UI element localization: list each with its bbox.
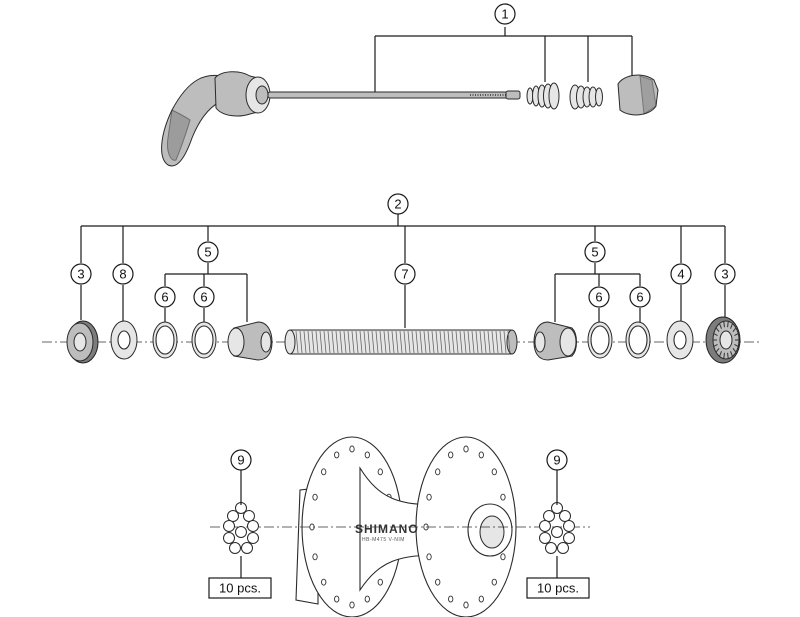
seal-ring-b [191, 321, 217, 359]
callout-6-c: 6 [595, 290, 602, 305]
callout-6-b: 6 [200, 290, 207, 305]
cone-left [227, 321, 273, 361]
callout-2: 2 [394, 197, 401, 212]
lock-nut-left [66, 320, 99, 364]
callout-7-circle [394, 263, 416, 285]
skewer-spring-right [569, 84, 603, 110]
callout-3-left-circle [70, 263, 92, 285]
callout-6-a-circle [154, 286, 176, 308]
hub-body-group: SHIMANO HB-M475 V-NIM 9 9 10 pcs. 10 pcs… [208, 436, 590, 617]
callout-9-right: 9 [553, 453, 560, 468]
callout-1-circle [494, 3, 516, 25]
callout-5-right: 5 [591, 245, 598, 260]
callout-2-circle [387, 193, 409, 215]
callout-5-left: 5 [204, 245, 211, 260]
hub-brand-marking: SHIMANO [355, 522, 419, 536]
callout-9-right-circle [546, 449, 568, 471]
seal-ring-a [152, 321, 178, 359]
callout-6-c-circle [588, 286, 610, 308]
callout-1: 1 [501, 7, 508, 22]
callout-3-left: 3 [77, 267, 84, 282]
callout-6-d-circle [629, 286, 651, 308]
callout-5-right-circle [584, 241, 606, 263]
callout-8-circle [112, 263, 134, 285]
skewer-adjusting-nut [617, 74, 659, 116]
callout-6-d: 6 [636, 290, 643, 305]
callout-6-a: 6 [161, 290, 168, 305]
callout-3-right: 3 [721, 267, 728, 282]
washer-left [110, 320, 138, 360]
quantity-box-left [208, 577, 272, 599]
hub-axle-group: 2 3 8 5 6 6 7 5 6 6 4 3 [42, 193, 760, 364]
quick-release-group: 1 [161, 3, 659, 167]
skewer-spring-left [526, 82, 560, 110]
hub-axle [284, 329, 518, 355]
callout-9-left-circle [230, 449, 252, 471]
callout-9-left: 9 [237, 453, 244, 468]
quantity-label-left: 10 pcs. [219, 581, 261, 596]
hub-model-marking: HB-M475 V-NIM [362, 537, 405, 543]
callout-3-right-circle [714, 263, 736, 285]
seal-ring-d [625, 321, 651, 359]
bearing-balls-left [223, 502, 259, 554]
callout-5-left-circle [197, 241, 219, 263]
cone-right [533, 321, 577, 361]
seal-ring-c [587, 321, 613, 359]
callout-7: 7 [401, 267, 408, 282]
quick-release-skewer [267, 91, 509, 99]
lock-nut-right [705, 316, 741, 364]
callout-8: 8 [119, 267, 126, 282]
washer-right [666, 320, 694, 360]
bearing-balls-right [539, 502, 575, 554]
callout-4: 4 [677, 267, 684, 282]
quantity-box-right [526, 577, 590, 599]
callout-4-circle [670, 263, 692, 285]
quantity-label-right: 10 pcs. [537, 581, 579, 596]
callout-6-b-circle [193, 286, 215, 308]
